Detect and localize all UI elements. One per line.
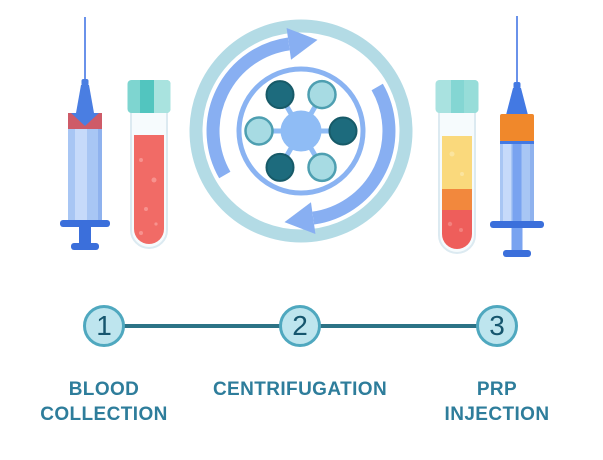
prp-test-tube-icon [435, 80, 479, 254]
step-2-label: CENTRIFUGATION [212, 379, 388, 400]
plunger-base [71, 243, 99, 250]
molecule-hub [280, 110, 322, 152]
prp-fill [500, 114, 534, 142]
blood-fill [134, 135, 164, 244]
needle [516, 16, 518, 87]
blood-syringe-icon [60, 17, 110, 250]
rotation-arrow-bottom [284, 83, 396, 234]
step-2-marker: 2 [279, 305, 321, 347]
plunger-seal [500, 141, 534, 144]
flange [490, 221, 544, 228]
needle-hub [506, 88, 528, 115]
plunger-base [503, 250, 531, 257]
plunger-rod [79, 227, 91, 245]
tube-cap [127, 80, 171, 113]
plunger-rod-inside [512, 144, 522, 221]
plasma-layer [442, 136, 472, 189]
plunger-rod [511, 228, 523, 250]
tube-cap [435, 80, 479, 113]
needle [84, 17, 86, 84]
centrifuge-icon [189, 19, 413, 243]
step-3-marker: 3 [476, 305, 518, 347]
plunger-seal [71, 113, 99, 126]
flange [60, 220, 110, 227]
rotation-arrow-top [206, 28, 318, 179]
step-3-label: PRP INJECTION [444, 379, 550, 425]
inner-ring [236, 66, 366, 196]
red-cell-layer [442, 210, 472, 249]
outer-ring [189, 19, 413, 243]
buffy-coat-layer [442, 189, 472, 210]
step-number: 2 [292, 310, 308, 341]
step-number: 1 [96, 310, 112, 341]
prp-injection-syringe-icon [490, 16, 544, 257]
needle-collar [513, 82, 521, 89]
needle-collar [81, 79, 89, 86]
molecule-cells [244, 79, 358, 183]
step-1-label: BLOOD COLLECTION [40, 379, 168, 425]
step-number: 3 [489, 310, 505, 341]
blood-test-tube-icon [127, 80, 171, 249]
step-1-marker: 1 [83, 305, 125, 347]
needle-hub [76, 85, 94, 113]
